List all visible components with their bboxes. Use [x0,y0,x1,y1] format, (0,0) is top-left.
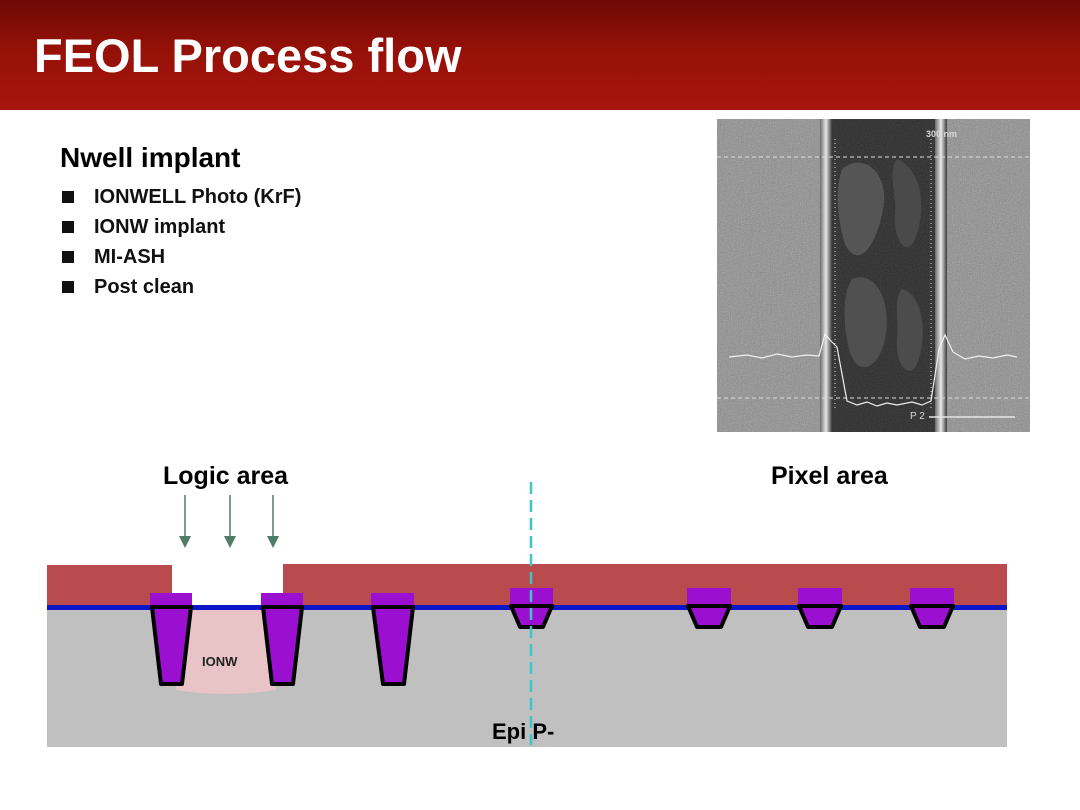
well-label: IONW [202,654,238,669]
shallow-trench [687,588,731,627]
shallow-trench [910,588,954,627]
process-step: IONW implant [60,212,301,242]
process-step-label: IONW implant [94,216,225,238]
bullet-square-icon [62,251,74,263]
shallow-trench [798,588,842,627]
section-heading: Nwell implant [60,142,240,174]
process-step: MI-ASH [60,242,301,272]
process-step: IONWELL Photo (KrF) [60,182,301,212]
sem-scale-label: 300 nm [926,129,957,139]
process-step: Post clean [60,272,301,302]
bullet-square-icon [62,191,74,203]
process-step-label: IONWELL Photo (KrF) [94,186,301,208]
sem-micrograph: 300 nm P 2 [717,119,1030,432]
sem-corner-label: P 2 [910,411,925,422]
process-step-label: Post clean [94,276,194,298]
title-bar: FEOL Process flow [0,0,1080,110]
bullet-square-icon [62,221,74,233]
process-step-list: IONWELL Photo (KrF) IONW implant MI-ASH … [60,182,301,302]
process-step-label: MI-ASH [94,246,165,268]
slide-title: FEOL Process flow [34,28,461,84]
substrate-label: Epi P- [492,719,554,744]
cross-section-diagram: IONW Epi P- [0,460,1080,760]
bullet-square-icon [62,281,74,293]
